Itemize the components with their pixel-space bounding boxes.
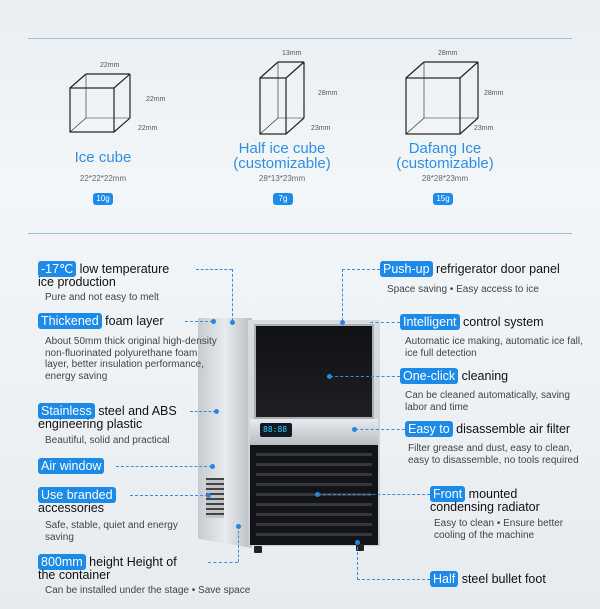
feature-title: Air window bbox=[38, 458, 105, 474]
cube-name: Ice cube bbox=[74, 149, 132, 166]
side-air-window bbox=[206, 478, 224, 518]
feature-title: Intelligent control system bbox=[400, 314, 544, 330]
dim-right: 28mm bbox=[318, 90, 338, 97]
callout-dot bbox=[230, 320, 235, 325]
cube-outline-icon bbox=[405, 61, 479, 135]
machine-foot bbox=[356, 544, 364, 551]
dim-top: 13mm bbox=[282, 50, 302, 57]
feature-title: -17℃ low temperature ice production bbox=[38, 261, 170, 289]
feature-title: Front mounted condensing radiator bbox=[430, 486, 540, 514]
feature-desc: Filter grease and dust, easy to clean, e… bbox=[408, 443, 579, 466]
feature-title: Thickened foam layer bbox=[38, 313, 164, 329]
cube-name: Dafang Ice (customizable) bbox=[396, 140, 494, 172]
section-divider bbox=[28, 233, 572, 234]
cube-outline-icon bbox=[259, 61, 305, 135]
machine-foot bbox=[254, 546, 262, 553]
feature-desc: Safe, stable, quiet and energy saving bbox=[45, 520, 178, 543]
dim-bottom: 23mm bbox=[474, 125, 494, 132]
feature-desc: Automatic ice making, automatic ice fall… bbox=[405, 336, 583, 359]
callout-dot bbox=[327, 374, 332, 379]
callout-dot bbox=[210, 464, 215, 469]
callout-dot bbox=[211, 319, 216, 324]
feature-title: Half steel bullet foot bbox=[430, 571, 546, 587]
dim-bottom: 22mm bbox=[138, 125, 158, 132]
feature-desc: Easy to clean • Ensure better cooling of… bbox=[434, 518, 564, 541]
dim-top: 28mm bbox=[438, 50, 458, 57]
feature-title: Use branded accessories bbox=[38, 487, 116, 515]
callout-dot bbox=[236, 524, 241, 529]
ice-machine-illustration: 88:88 bbox=[198, 318, 380, 553]
control-display: 88:88 bbox=[260, 423, 292, 437]
callout-dot bbox=[340, 320, 345, 325]
feature-desc: About 50mm thick original high-density n… bbox=[45, 336, 217, 382]
front-grille bbox=[250, 445, 378, 545]
feature-desc: Pure and not easy to melt bbox=[45, 292, 159, 303]
dim-top: 22mm bbox=[100, 62, 120, 69]
feature-title: Easy to disassemble air filter bbox=[405, 421, 570, 437]
machine-door bbox=[254, 324, 374, 419]
callout-dot bbox=[352, 427, 357, 432]
weight-badge: 15g bbox=[433, 193, 453, 205]
callout-dot bbox=[315, 492, 320, 497]
feature-desc: Can be cleaned automatically, saving lab… bbox=[405, 390, 570, 413]
feature-title: Stainless steel and ABS engineering plas… bbox=[38, 403, 177, 431]
cube-outline-icon bbox=[69, 73, 131, 133]
cube-size: 28*28*23mm bbox=[421, 174, 469, 183]
feature-desc: Can be installed under the stage • Save … bbox=[45, 585, 251, 596]
cube-name: Half ice cube (customizable) bbox=[233, 140, 331, 172]
weight-badge: 10g bbox=[93, 193, 113, 205]
feature-desc: Space saving • Easy access to ice bbox=[387, 284, 539, 295]
weight-badge: 7g bbox=[273, 193, 293, 205]
cube-size: 22*22*22mm bbox=[79, 174, 127, 183]
feature-title: One-click cleaning bbox=[400, 368, 508, 384]
cube-size: 28*13*23mm bbox=[258, 174, 306, 183]
top-divider bbox=[28, 38, 572, 39]
feature-title: 800mm height Height of the container bbox=[38, 554, 177, 582]
callout-dot bbox=[214, 409, 219, 414]
feature-desc: Beautiful, solid and practical bbox=[45, 435, 170, 446]
feature-title: Push-up refrigerator door panel bbox=[380, 261, 560, 277]
dim-right: 22mm bbox=[146, 96, 166, 103]
dim-bottom: 23mm bbox=[311, 125, 331, 132]
callout-dot bbox=[206, 493, 211, 498]
callout-dot bbox=[355, 540, 360, 545]
dim-right: 28mm bbox=[484, 90, 504, 97]
